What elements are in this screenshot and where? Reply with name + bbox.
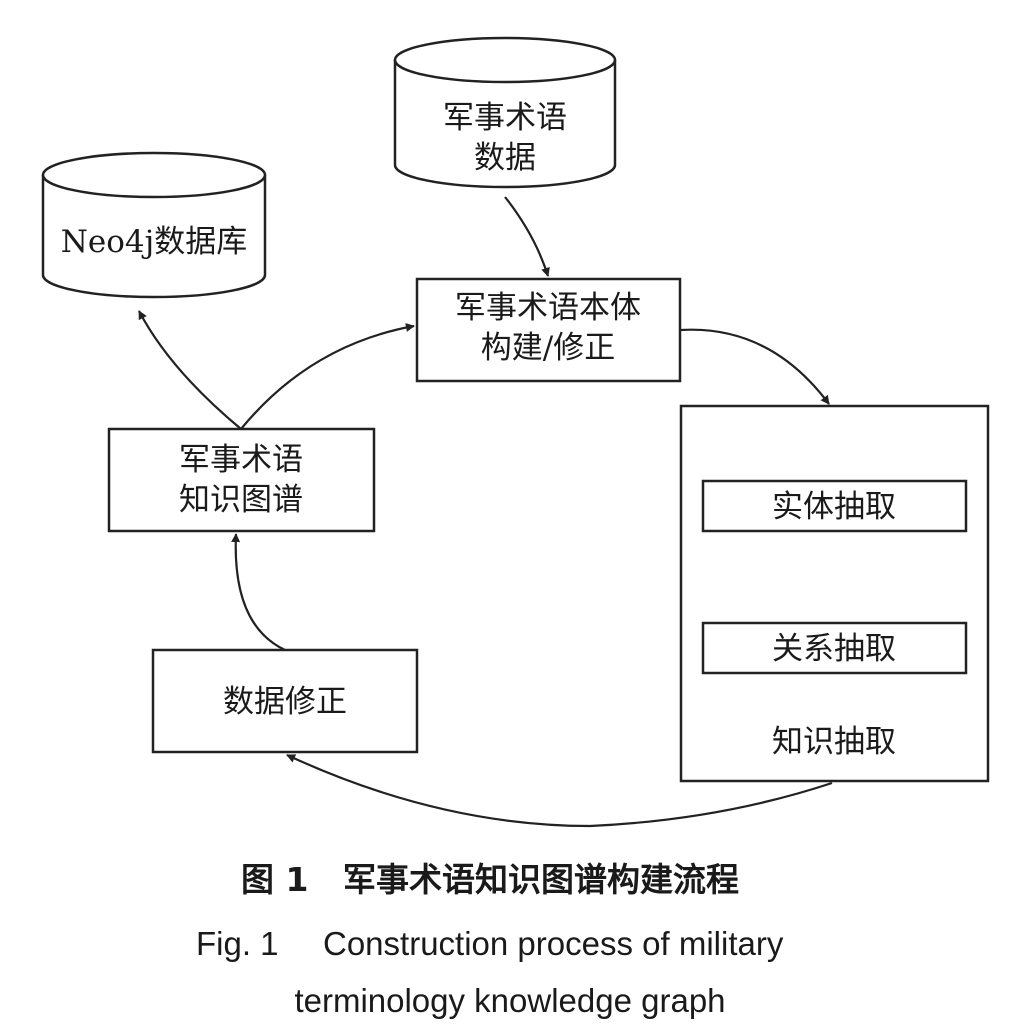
caption-en-number: Fig. 1 (196, 925, 279, 962)
ontology-label-line1: 军事术语本体 (455, 290, 641, 326)
caption-cn-title: 军事术语知识图谱构建流程 (343, 860, 739, 899)
terms-data-label-line1: 军事术语 (443, 100, 567, 136)
data-correction-box: 数据修正 (151, 648, 419, 754)
arrow-terms-data-to-ontology (504, 196, 550, 277)
caption-cn-number: 图 1 (241, 860, 308, 899)
neo4j-database-cylinder: Neo4j数据库 (41, 151, 267, 299)
entity-extraction-box (701, 479, 968, 533)
arrow-data-correction-to-knowledge-graph (231, 533, 286, 651)
ontology-label-line2: 构建/修正 (481, 330, 615, 366)
knowledge-extraction-label: 知识抽取 (772, 724, 896, 760)
relation-extraction-label: 关系抽取 (772, 631, 896, 667)
entity-extraction-label: 实体抽取 (772, 489, 896, 525)
knowledge-extraction-box: 实体抽取 关系抽取 知识抽取 (679, 404, 990, 783)
neo4j-database-label: Neo4j数据库 (61, 224, 247, 260)
knowledge-graph-label-line2: 知识图谱 (179, 482, 303, 518)
data-correction-label: 数据修正 (223, 684, 347, 720)
knowledge-graph-label-line1: 军事术语 (179, 442, 303, 478)
arrow-knowledge-graph-to-ontology (240, 323, 415, 430)
relation-extraction-box (701, 621, 968, 675)
knowledge-graph-box: 军事术语 知识图谱 (107, 427, 376, 533)
arrow-ontology-to-extraction (680, 328, 830, 405)
arrow-extraction-to-data-correction (286, 754, 833, 828)
terms-data-cylinder: 军事术语 数据 (393, 36, 617, 189)
caption-en-line1: Construction process of military (323, 925, 784, 962)
caption-en-line2: terminology knowledge graph (294, 982, 725, 1019)
arrow-knowledge-graph-to-neo4j (138, 310, 242, 430)
ontology-construction-box: 军事术语本体 构建/修正 (415, 277, 682, 383)
figure-caption: 图 1 军事术语知识图谱构建流程 Fig. 1 Construction pro… (196, 860, 784, 1019)
terms-data-label-line2: 数据 (474, 140, 536, 176)
